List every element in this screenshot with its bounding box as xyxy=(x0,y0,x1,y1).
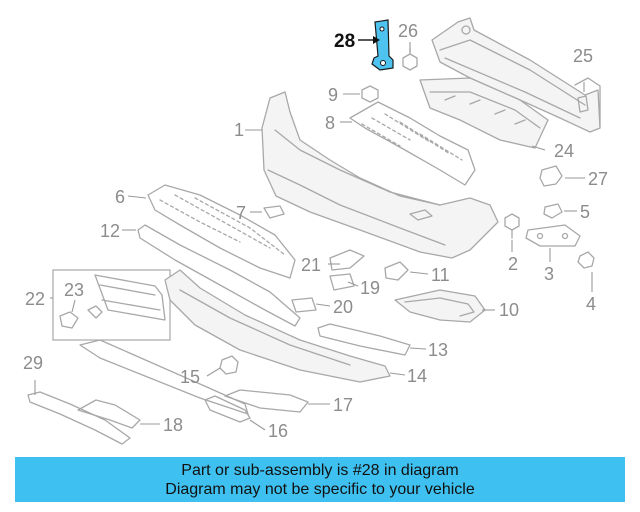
part-7-clip[interactable] xyxy=(263,205,285,219)
part-15-bolt[interactable] xyxy=(219,355,239,375)
part-23-fastener[interactable] xyxy=(59,305,103,329)
label-4[interactable]: 4 xyxy=(586,294,596,314)
label-28[interactable]: 28 xyxy=(334,31,355,52)
part-25-reinforcement-beam[interactable] xyxy=(431,17,601,133)
part-8-upper-grille[interactable] xyxy=(349,101,476,186)
label-6[interactable]: 6 xyxy=(115,187,125,207)
info-banner: Part or sub-assembly is #28 in diagram D… xyxy=(15,457,625,502)
label-17[interactable]: 17 xyxy=(333,395,353,415)
leader-lines xyxy=(34,36,593,431)
part-5-clip[interactable] xyxy=(543,203,563,219)
label-25[interactable]: 25 xyxy=(573,46,593,66)
part-21-bracket[interactable] xyxy=(329,249,365,271)
label-1[interactable]: 1 xyxy=(234,120,244,140)
label-26[interactable]: 26 xyxy=(398,21,418,41)
part-1-bumper-cover[interactable] xyxy=(261,91,499,259)
part-24-absorber[interactable] xyxy=(419,77,549,149)
part-27-clip[interactable] xyxy=(539,165,563,187)
label-18[interactable]: 18 xyxy=(163,415,183,435)
label-22[interactable]: 22 xyxy=(25,289,45,309)
label-14[interactable]: 14 xyxy=(407,366,427,386)
part-9-bolt[interactable] xyxy=(361,85,379,103)
label-27[interactable]: 27 xyxy=(588,169,608,189)
label-13[interactable]: 13 xyxy=(428,340,448,360)
label-9[interactable]: 9 xyxy=(328,85,338,105)
part-20-cover[interactable] xyxy=(291,297,317,313)
label-10[interactable]: 10 xyxy=(499,300,519,320)
label-11[interactable]: 11 xyxy=(431,265,450,285)
label-23[interactable]: 23 xyxy=(64,280,84,300)
label-20[interactable]: 20 xyxy=(333,297,353,317)
part-3-bracket[interactable] xyxy=(525,224,581,247)
label-21[interactable]: 21 xyxy=(301,255,321,275)
part-lower-spoiler xyxy=(79,339,249,415)
label-3[interactable]: 3 xyxy=(544,264,554,284)
part-14-lower-apron[interactable] xyxy=(164,269,391,383)
part-18-trim[interactable] xyxy=(77,399,141,429)
label-12[interactable]: 12 xyxy=(100,221,120,241)
part-4-screw[interactable] xyxy=(577,251,595,269)
parts-diagram: 1 2 3 4 5 6 7 8 9 10 11 12 13 14 15 16 1… xyxy=(23,17,608,445)
label-7[interactable]: 7 xyxy=(236,203,246,223)
label-16[interactable]: 16 xyxy=(268,421,288,441)
part-28-bracket[interactable] xyxy=(371,19,394,71)
label-5[interactable]: 5 xyxy=(580,202,590,222)
label-29[interactable]: 29 xyxy=(23,353,43,373)
label-24[interactable]: 24 xyxy=(554,141,574,161)
part-6-lower-grille[interactable] xyxy=(147,184,296,279)
part-12-strip[interactable] xyxy=(137,224,301,327)
part-11-clip[interactable] xyxy=(384,261,409,281)
part-number-labels: 1 2 3 4 5 6 7 8 9 10 11 12 13 14 15 16 1… xyxy=(23,21,608,441)
label-2[interactable]: 2 xyxy=(508,254,518,274)
label-15[interactable]: 15 xyxy=(180,367,200,387)
part-22-license-bracket-group[interactable] xyxy=(52,269,171,341)
label-8[interactable]: 8 xyxy=(325,113,335,133)
part-17-trim[interactable] xyxy=(224,389,309,413)
part-10-fog-trim[interactable] xyxy=(394,289,486,323)
banner-line-part: Part or sub-assembly is #28 in diagram xyxy=(181,461,459,479)
part-29-trim-strip[interactable] xyxy=(27,391,131,445)
part-13-lower-strip[interactable] xyxy=(317,323,411,356)
label-19[interactable]: 19 xyxy=(360,278,380,298)
part-19-clip[interactable] xyxy=(329,273,355,291)
banner-line-disclaimer: Diagram may not be specific to your vehi… xyxy=(165,480,475,498)
part-16-strip[interactable] xyxy=(204,395,251,423)
part-2-bolt[interactable] xyxy=(504,213,520,239)
